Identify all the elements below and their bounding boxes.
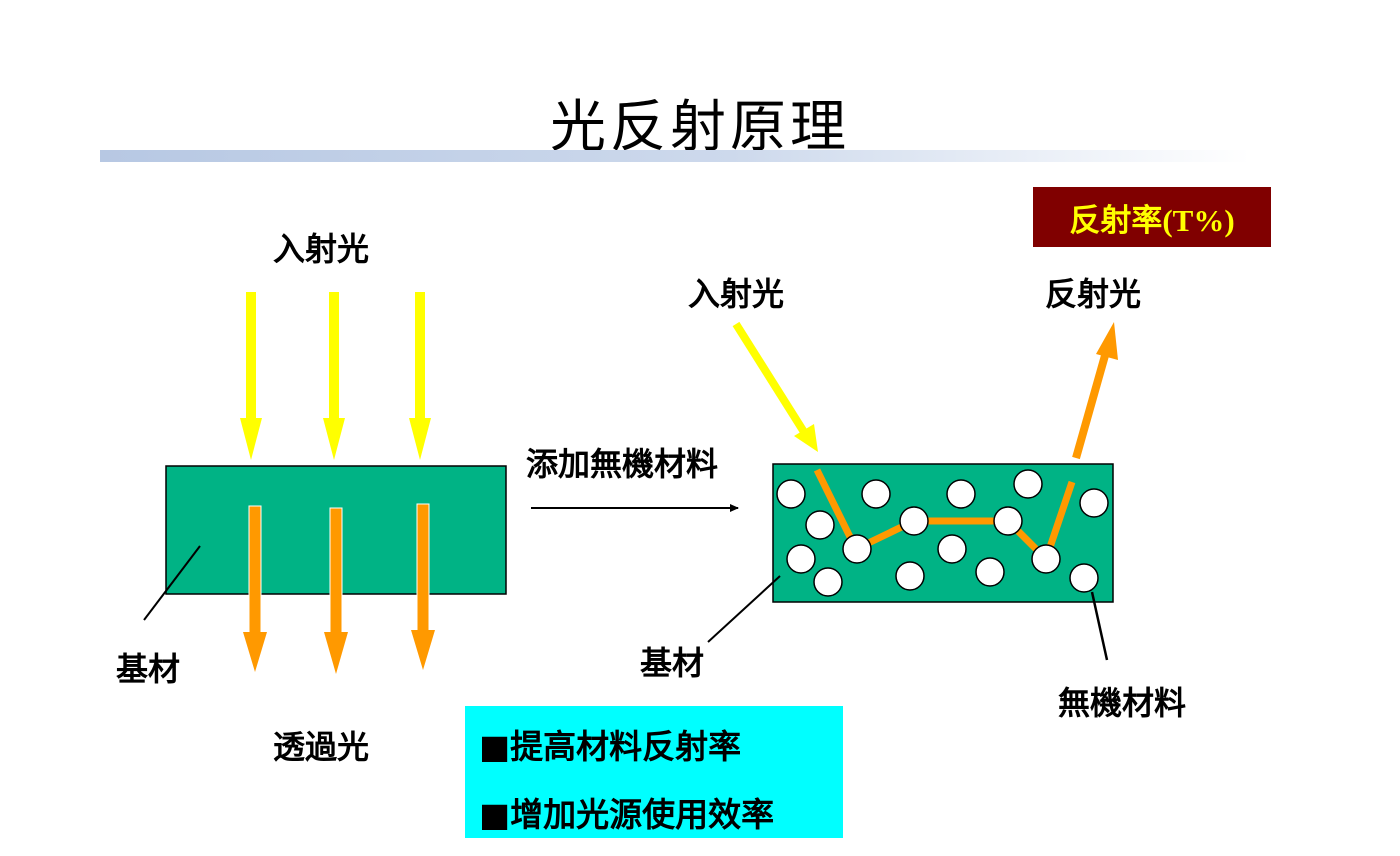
particle: [776, 479, 806, 509]
left-transmitted-arrows: [243, 503, 435, 674]
particle: [842, 534, 872, 564]
right-reflected-arrow: [1072, 322, 1118, 460]
incident-arrow: [323, 292, 345, 460]
particle: [1013, 469, 1043, 499]
page-title: 光反射原理: [550, 95, 850, 160]
right-incident-arrow: [732, 321, 818, 452]
right-substrate-leader-line: [707, 575, 781, 643]
particle: [861, 479, 891, 509]
transmitted-arrow: [411, 503, 435, 670]
left-incident-label: 入射光: [273, 230, 370, 268]
particle: [813, 567, 843, 597]
process-label: 添加無機材料: [526, 445, 719, 483]
left-substrate-label: 基材: [116, 650, 181, 688]
reflected-light-label: 反射光: [1045, 275, 1142, 313]
right-incident-label: 入射光: [688, 275, 785, 313]
title-underline: [100, 150, 1250, 162]
inorganic-particles: [776, 469, 1109, 597]
benefit-item: ■提高材料反射率: [479, 727, 742, 766]
particle: [786, 544, 816, 574]
benefits-box: ■提高材料反射率 ■增加光源使用效率: [465, 706, 843, 838]
benefit-item: ■增加光源使用效率: [479, 795, 775, 834]
particle: [946, 479, 976, 509]
particle: [937, 534, 967, 564]
particle: [1069, 563, 1099, 593]
transmitted-light-label: 透過光: [273, 728, 370, 766]
transmitted-arrow: [243, 505, 267, 672]
left-substrate-leader-line: [143, 545, 201, 621]
left-incident-arrows: [240, 292, 431, 460]
transmitted-arrow: [324, 507, 348, 674]
particle: [975, 557, 1005, 587]
right-substrate-label: 基材: [640, 644, 705, 682]
particle: [805, 510, 835, 540]
reflectance-badge: 反射率(T%): [1033, 187, 1271, 247]
incident-arrow: [409, 292, 431, 460]
particle: [1079, 488, 1109, 518]
inorganic-material-label: 無機材料: [1058, 684, 1187, 722]
particle: [993, 506, 1023, 536]
particle: [1031, 544, 1061, 574]
particles-leader-line: [1090, 591, 1109, 661]
incident-arrow: [240, 292, 262, 460]
particle: [895, 561, 925, 591]
particle: [899, 506, 929, 536]
